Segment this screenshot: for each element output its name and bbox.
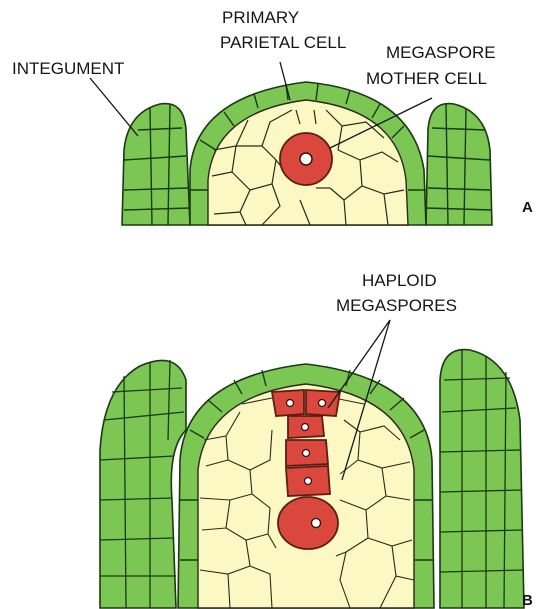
label-haploid-line2: MEGASPORES [336, 296, 457, 315]
nucellus-b [178, 364, 434, 608]
panel-a-label: A [522, 199, 533, 216]
label-primary-parietal-line1: PRIMARY [222, 8, 299, 27]
label-integument: INTEGUMENT [12, 59, 124, 78]
label-megaspore-line1: MEGASPORE [386, 43, 496, 62]
label-haploid-line1: HAPLOID [362, 271, 437, 290]
integument-right-b [440, 350, 524, 608]
integument-right-a [426, 104, 492, 225]
label-megaspore-line2: MOTHER CELL [366, 69, 487, 88]
nucellus-a [190, 82, 426, 225]
leader-integument [90, 78, 138, 136]
panel-a: PRIMARY PARIETAL CELL MEGASPORE MOTHER C… [12, 8, 533, 225]
integument-left-b [100, 360, 186, 608]
functional-megaspore [278, 497, 338, 549]
integument-left-a [122, 104, 190, 225]
megaspore-mother-cell [280, 133, 332, 185]
label-primary-parietal-line2: PARIETAL CELL [220, 33, 346, 52]
panel-b: HAPLOID MEGASPORES B [100, 271, 533, 609]
panel-b-label: B [522, 592, 533, 609]
